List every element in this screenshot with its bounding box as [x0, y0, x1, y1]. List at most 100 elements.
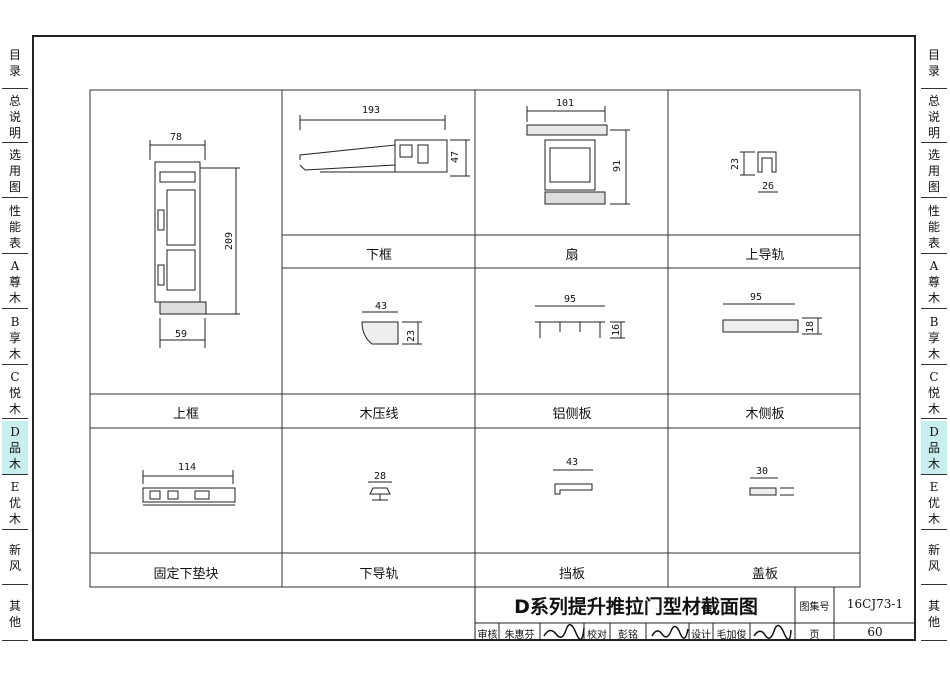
page-number: 60 — [867, 625, 883, 639]
side-tab-9[interactable]: 新风 — [921, 532, 947, 585]
side-tab-10[interactable]: 其他 — [2, 587, 28, 641]
wood-side-height-dim: 18 — [805, 321, 816, 333]
wood-side-panel-profile — [722, 303, 822, 335]
side-tab-char: 木 — [8, 291, 21, 305]
side-tab-char: 他 — [927, 614, 940, 629]
side-tab-10[interactable]: 其他 — [921, 587, 947, 641]
cover-width-dim: 30 — [756, 466, 768, 477]
upper-rail-profile — [740, 151, 778, 193]
side-tab-char: D — [10, 424, 20, 439]
side-tab-2[interactable]: 选用图 — [2, 145, 28, 198]
checker-name: 彭铭 — [618, 630, 638, 641]
atlas-label: 图集号 — [799, 602, 830, 613]
side-tab-char: 木 — [927, 401, 940, 416]
side-tab-3[interactable]: 性能表 — [921, 200, 947, 254]
label-upper-frame: 上框 — [172, 407, 199, 422]
upper-rail-height-dim: 23 — [730, 158, 741, 170]
label-wood-side-panel: 木侧板 — [745, 407, 785, 422]
side-tab-char: D — [929, 424, 939, 439]
label-upper-rail: 上导轨 — [745, 248, 785, 263]
label-wood-bead: 木压线 — [359, 407, 399, 422]
label-cover-plate: 盖板 — [751, 567, 778, 582]
wood-bead-width-dim: 43 — [375, 301, 387, 312]
design-label: 设计 — [691, 630, 711, 641]
side-tab-char: 享 — [927, 330, 940, 345]
side-tab-char: 新 — [927, 543, 940, 557]
reviewer-name: 朱惠芬 — [504, 630, 535, 641]
side-tab-char: 明 — [927, 125, 940, 140]
side-tab-char: 目 — [8, 47, 21, 62]
lower-rail-width-dim: 28 — [374, 471, 386, 482]
side-tab-char: 木 — [927, 291, 940, 305]
label-sash: 扇 — [565, 248, 579, 263]
side-tab-char: 目 — [927, 47, 940, 62]
side-tab-char: B — [10, 314, 20, 329]
table-grid — [89, 89, 861, 588]
side-tab-char: 优 — [927, 496, 940, 510]
side-tab-char: 性 — [8, 203, 21, 218]
checker-signature — [651, 625, 689, 639]
lower-rail-profile — [368, 481, 392, 501]
stop-width-dim: 43 — [566, 457, 578, 468]
lower-frame-profile — [299, 115, 470, 177]
side-tab-char: 录 — [927, 63, 940, 78]
side-tab-char: 优 — [8, 496, 21, 510]
side-tab-char: 新 — [8, 543, 21, 557]
side-tab-2[interactable]: 选用图 — [921, 145, 947, 198]
side-tab-0[interactable]: 目录 — [921, 37, 947, 89]
atlas-number: 16CJ73-1 — [846, 597, 904, 611]
side-tab-char: 木 — [8, 456, 21, 471]
wood-bead-height-dim: 23 — [406, 330, 417, 342]
upper-frame-height-dim: 209 — [224, 232, 235, 250]
side-tab-char: 木 — [927, 512, 940, 526]
side-tab-char: C — [929, 369, 939, 384]
side-tab-char: E — [10, 480, 20, 494]
side-tab-char: 其 — [927, 598, 940, 613]
sash-profile — [526, 106, 630, 205]
side-tab-char: 木 — [8, 512, 21, 526]
side-tab-char: 能 — [927, 219, 940, 234]
side-tab-char: 图 — [8, 180, 21, 194]
side-tab-9[interactable]: 新风 — [2, 532, 28, 585]
side-tab-3[interactable]: 性能表 — [2, 200, 28, 254]
side-tab-char: 明 — [8, 125, 21, 140]
side-tab-0[interactable]: 目录 — [2, 37, 28, 89]
designer-name: 毛加俊 — [716, 630, 747, 641]
check-label: 校对 — [587, 630, 607, 641]
side-tab-char: 表 — [8, 235, 21, 250]
fixed-pad-profile — [142, 470, 236, 506]
side-tab-char: 录 — [8, 63, 21, 78]
side-tab-char: 用 — [8, 164, 21, 178]
side-tab-char: E — [929, 480, 939, 494]
side-tab-char: 说 — [927, 109, 940, 124]
side-tab-char: 尊 — [927, 275, 940, 289]
side-tab-char: 其 — [8, 598, 21, 613]
designer-signature — [753, 624, 792, 640]
label-lower-frame: 下框 — [365, 248, 392, 263]
side-tab-char: 风 — [8, 559, 21, 573]
side-tab-1[interactable]: 总说明 — [2, 91, 28, 143]
drawing-title: D系列提升推拉门型材截面图 — [514, 596, 758, 618]
side-tab-1[interactable]: 总说明 — [921, 91, 947, 143]
lower-frame-width-dim: 193 — [362, 105, 380, 116]
page-label: 页 — [809, 630, 820, 641]
side-tab-char: 尊 — [8, 275, 21, 289]
label-fixed-pad: 固定下垫块 — [153, 567, 219, 582]
side-tab-char: 木 — [8, 346, 21, 361]
side-tab-char: 品 — [927, 440, 940, 455]
fixed-pad-width-dim: 114 — [178, 462, 196, 473]
side-tab-char: 图 — [927, 180, 940, 194]
side-tab-char: 享 — [8, 330, 21, 345]
side-tab-char: 能 — [8, 219, 21, 234]
